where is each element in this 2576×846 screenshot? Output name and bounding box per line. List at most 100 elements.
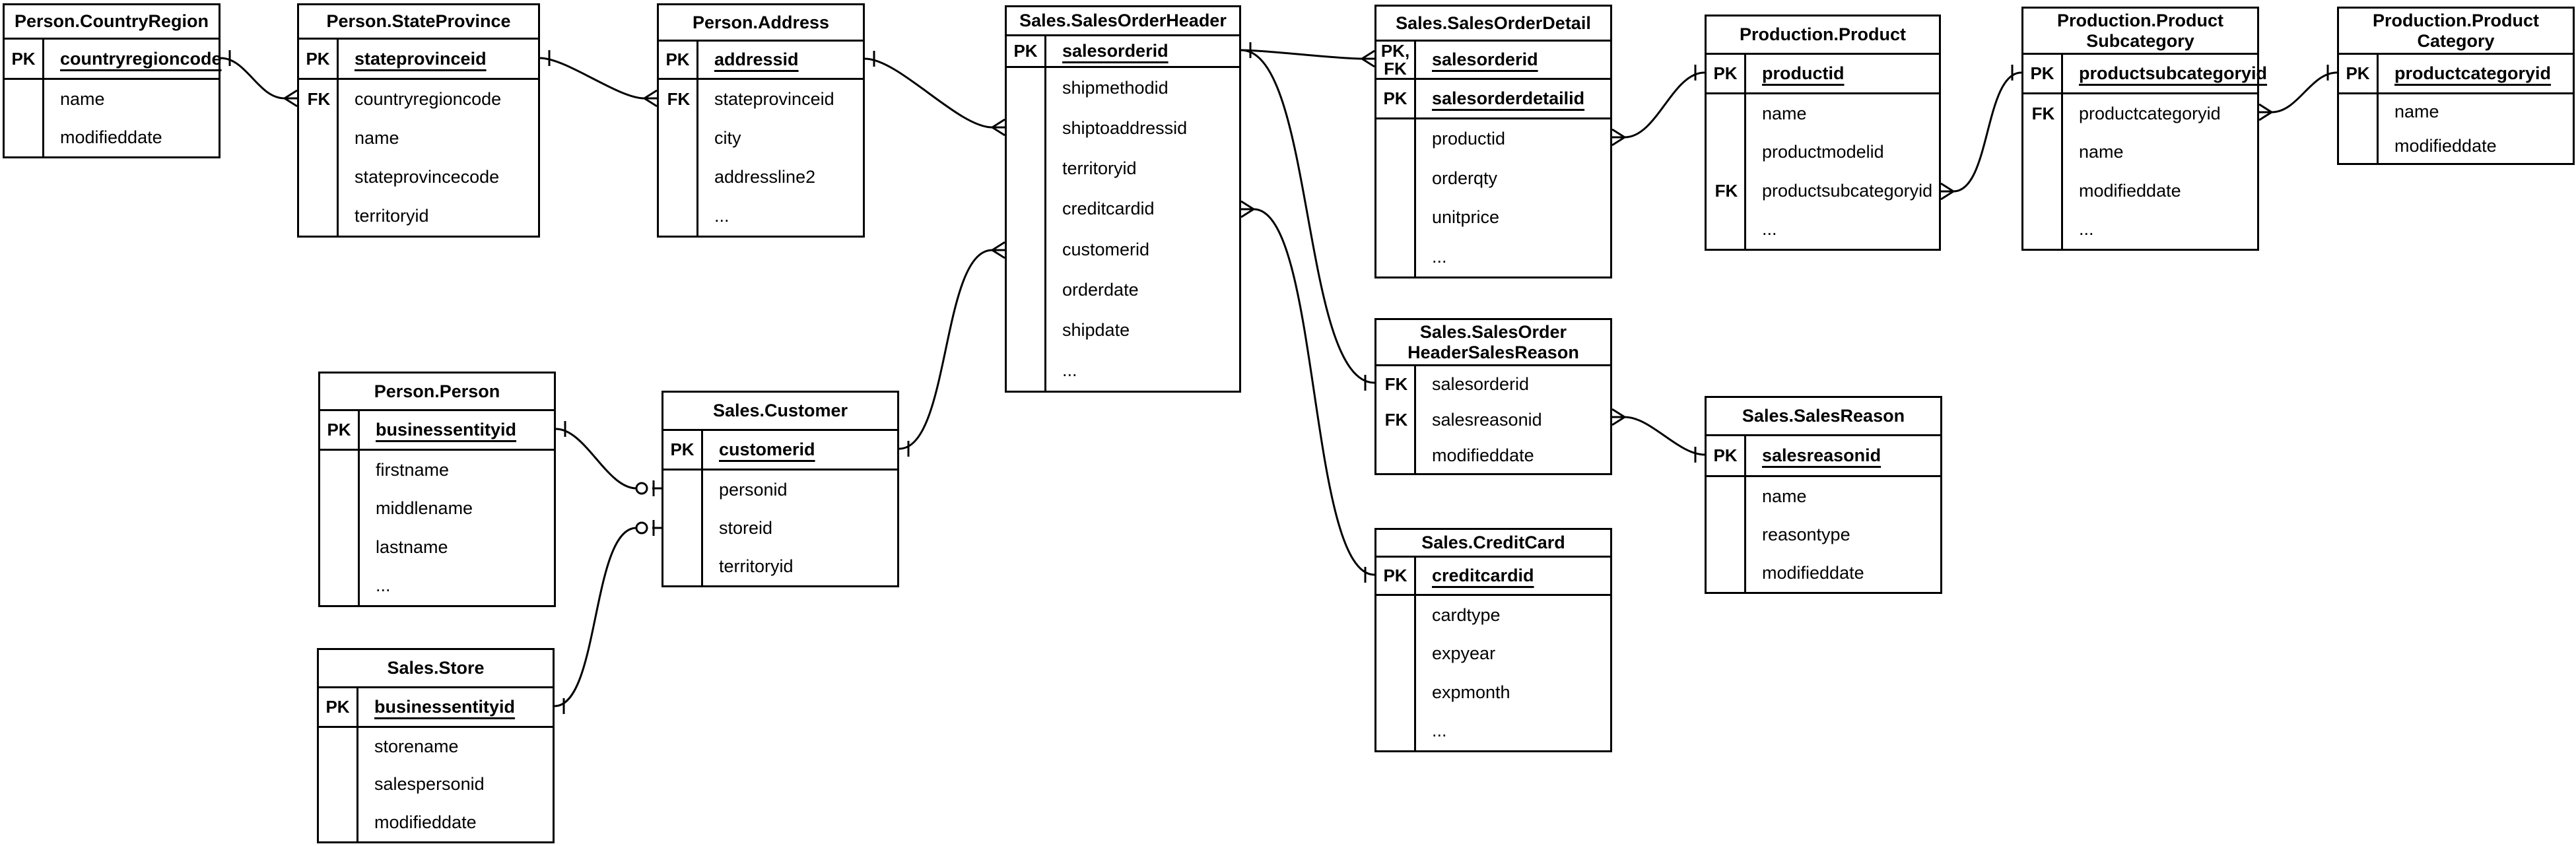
field-row: orderqty bbox=[1376, 159, 1610, 199]
relationship-salesorderheader-creditcard bbox=[1240, 200, 1375, 583]
field-name: creditcardid bbox=[1062, 199, 1155, 219]
field-name: personid bbox=[719, 479, 788, 500]
field-name: orderdate bbox=[1062, 279, 1139, 300]
relationship-line bbox=[554, 527, 637, 707]
cardinality-mark bbox=[1361, 57, 1375, 68]
key-label-line: PK bbox=[1383, 566, 1407, 586]
relationship-line bbox=[1253, 208, 1375, 576]
field-row: customerid bbox=[1007, 230, 1239, 270]
key-column-name: stateprovinceid bbox=[355, 48, 487, 69]
field-name: name bbox=[2394, 101, 2439, 121]
field-name: cardtype bbox=[1432, 604, 1501, 625]
entity-title-line: Production.Product bbox=[2373, 11, 2539, 31]
cardinality-mark bbox=[284, 89, 298, 100]
field-name: storeid bbox=[719, 517, 773, 538]
entity-title-line: Sales.Store bbox=[387, 658, 485, 678]
field-row: name bbox=[1707, 477, 1940, 515]
field-row: shipdate bbox=[1007, 310, 1239, 350]
key-column-name: productid bbox=[1762, 63, 1845, 83]
field-row: ... bbox=[659, 197, 863, 236]
cardinality-mark bbox=[1940, 190, 1954, 201]
field-row: modifieddate bbox=[1376, 438, 1610, 473]
primary-key-row: PK salesreasonid bbox=[1707, 436, 1940, 477]
field-name: name bbox=[355, 128, 399, 148]
key-label: PK bbox=[299, 40, 339, 78]
key-column-name: salesorderid bbox=[1432, 49, 1538, 69]
key-label: PK bbox=[5, 40, 44, 78]
field-key-label: FK bbox=[2031, 103, 2055, 123]
field-row: stateprovincecode bbox=[299, 158, 538, 197]
primary-key-row: PK customerid bbox=[663, 431, 897, 471]
field-row: personid bbox=[663, 471, 897, 509]
entity-title-line: Production.Product bbox=[2057, 11, 2223, 31]
key-column-name: customerid bbox=[719, 439, 815, 459]
field-row: name bbox=[1707, 94, 1939, 133]
relationship-line bbox=[1953, 71, 2022, 193]
cardinality-mark bbox=[644, 89, 658, 100]
key-label: PK bbox=[1707, 436, 1746, 475]
field-row: middlename bbox=[320, 490, 554, 529]
field-name: name bbox=[60, 88, 105, 109]
field-name: modifieddate bbox=[1762, 562, 1864, 583]
field-name: unitprice bbox=[1432, 207, 1500, 228]
column-divider bbox=[2377, 94, 2379, 163]
entity-title: Sales.SalesOrderHeader bbox=[1007, 7, 1239, 36]
entity-title: Production.Product bbox=[1707, 16, 1939, 55]
key-label: PK bbox=[663, 431, 703, 469]
key-label-line: PK bbox=[1013, 41, 1038, 61]
key-label: PK bbox=[1707, 55, 1746, 92]
key-column-name: productsubcategoryid bbox=[2079, 63, 2268, 83]
field-key-label: FK bbox=[667, 89, 691, 109]
key-label-line: PK, bbox=[1380, 40, 1410, 61]
field-name: ... bbox=[1062, 360, 1077, 380]
field-name: expyear bbox=[1432, 643, 1496, 664]
relationship-person-customer bbox=[555, 421, 661, 496]
field-name: modifieddate bbox=[60, 127, 162, 147]
field-key-label: FK bbox=[1384, 374, 1408, 394]
field-row: lastname bbox=[320, 528, 554, 567]
relationship-salesorderheader-headersalesreason bbox=[1240, 42, 1375, 391]
column-divider bbox=[1044, 68, 1046, 391]
key-column-name: salesreasonid bbox=[1762, 445, 1881, 465]
cardinality-mark bbox=[992, 241, 1005, 251]
field-name: orderqty bbox=[1432, 168, 1498, 188]
field-name: shipdate bbox=[1062, 319, 1130, 340]
field-row: productid bbox=[1376, 119, 1610, 159]
field-row: ... bbox=[1707, 211, 1939, 249]
zero-circle-mark bbox=[635, 482, 648, 495]
relationship-line bbox=[1624, 71, 1705, 139]
primary-key-row: PK stateprovinceid bbox=[299, 40, 538, 80]
field-row: name bbox=[2339, 94, 2573, 129]
entity-title-line: Sales.SalesOrderDetail bbox=[1396, 13, 1591, 33]
field-row: modifieddate bbox=[5, 118, 219, 156]
field-row: addressline2 bbox=[659, 158, 863, 197]
column-divider bbox=[42, 80, 44, 156]
key-label: PK bbox=[1376, 80, 1416, 117]
field-row: territoryid bbox=[1007, 148, 1239, 189]
key-label: PK bbox=[659, 42, 698, 78]
key-column-name: businessentityid bbox=[374, 697, 516, 717]
field-row: firstname bbox=[320, 451, 554, 490]
